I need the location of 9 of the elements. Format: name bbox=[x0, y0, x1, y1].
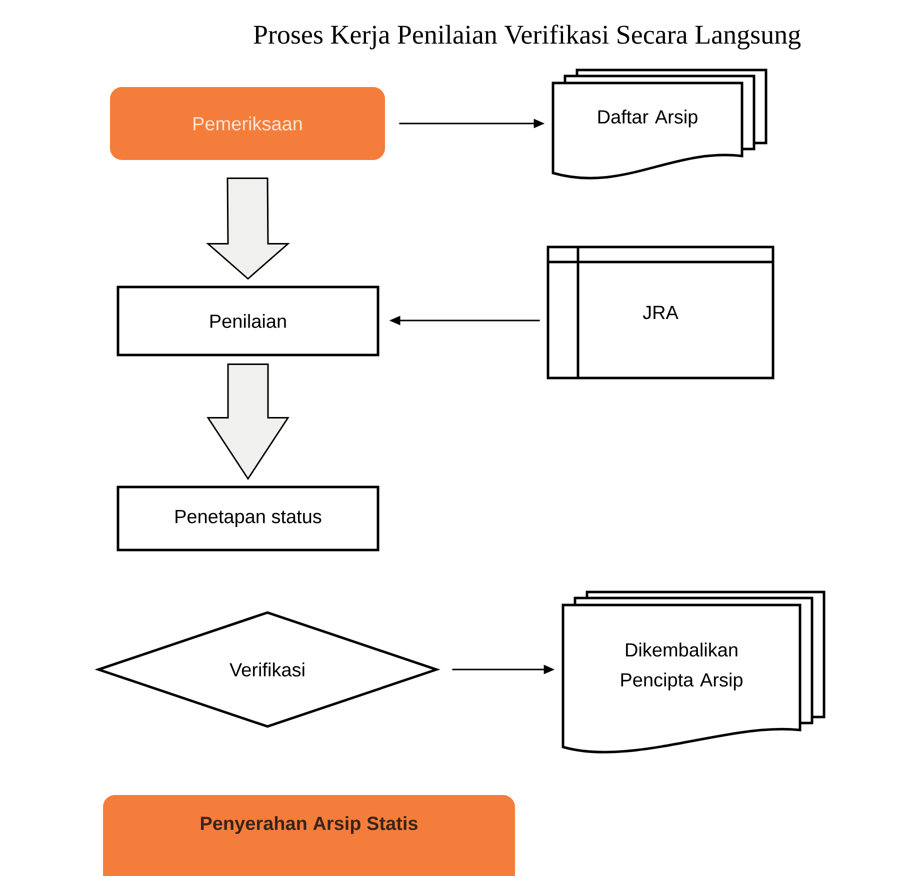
block-arrow bbox=[206, 364, 290, 480]
document-stack: Dikembalikan Pencipta Arsip bbox=[562, 590, 826, 754]
process-box: Penilaian bbox=[116, 286, 380, 356]
process-box: Pemeriksaan bbox=[110, 87, 385, 160]
process-box: Penetapan status bbox=[116, 486, 380, 552]
title: Proses Kerja Penilaian Verifikasi Secara Langsung bbox=[254, 24, 801, 50]
process-box: Penyerahan Arsip Statis bbox=[103, 795, 515, 876]
document-stack: Daftar Arsip bbox=[552, 68, 768, 180]
block-arrow bbox=[206, 177, 290, 280]
